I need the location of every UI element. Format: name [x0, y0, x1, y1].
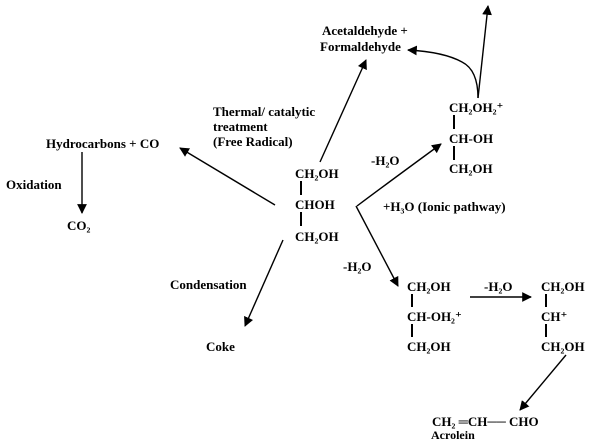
- glycerol-bond-2: [300, 212, 302, 226]
- coke-label: Coke: [206, 339, 235, 354]
- protonated-mid-bond-1: [411, 294, 413, 307]
- carbocation-c3: CH₂OH: [541, 339, 585, 354]
- arrow-to-acetaldehyde: [319, 59, 367, 163]
- thermal-label-line2: treatment: [213, 119, 268, 134]
- thermal-label-line3: (Free Radical): [213, 134, 293, 149]
- formaldehyde-label: Formaldehyde: [320, 39, 401, 54]
- arrow-to-protonated-top: [356, 143, 442, 207]
- protonated-mid-c2: CH-OH₂⁺: [407, 309, 462, 324]
- carbocation-bond-2: [545, 324, 547, 337]
- protonated-top-bond-1: [453, 115, 455, 129]
- glycerol-bond-1: [300, 181, 302, 195]
- arrow-to-coke: [244, 239, 284, 327]
- acetaldehyde-label: Acetaldehyde +: [322, 23, 408, 38]
- acrolein-formula: CH₂ ═CH── CHO: [432, 414, 539, 429]
- protonated-top-c3: CH₂OH: [449, 161, 493, 176]
- thermal-label-line1: Thermal/ catalytic: [213, 104, 316, 119]
- acrolein-name: Acrolein: [431, 428, 475, 442]
- protonated-top-c1: CH₂OH₂⁺: [449, 100, 504, 115]
- arrow-protonated-to-aldehydes: [407, 45, 479, 99]
- protonated-top-c2: CH-OH: [449, 131, 494, 146]
- protonated-top-bond-2: [453, 146, 455, 160]
- minus-h2o-label-2: -H₂O: [343, 259, 372, 274]
- carbocation-bond-1: [545, 294, 547, 307]
- oxidation-label: Oxidation: [6, 177, 62, 192]
- co2-label: CO₂: [67, 218, 91, 233]
- hydrocarbons-label: Hydrocarbons + CO: [46, 136, 160, 151]
- carbocation-c2: CH⁺: [541, 309, 568, 324]
- protonated-mid-bond-2: [411, 324, 413, 337]
- minus-h2o-label-3: -H₂O: [484, 279, 513, 294]
- protonated-mid-c3: CH₂OH: [407, 339, 451, 354]
- arrow-to-acrolein: [519, 354, 567, 411]
- arrow-to-protonated-mid: [355, 205, 399, 287]
- arrow-up-exit: [477, 5, 492, 99]
- glycerol-c3: CH₂OH: [295, 229, 339, 244]
- ionic-pathway-label: +H₃O (Ionic pathway): [383, 199, 506, 214]
- protonated-mid-c1: CH₂OH: [407, 279, 451, 294]
- carbocation-c1: CH₂OH: [541, 279, 585, 294]
- glycerol-c2: CHOH: [295, 197, 335, 212]
- glycerol-c1: CH₂OH: [295, 166, 339, 181]
- condensation-label: Condensation: [170, 277, 247, 292]
- arrow-to-hydrocarbons: [179, 147, 276, 206]
- minus-h2o-label-1: -H₂O: [371, 153, 400, 168]
